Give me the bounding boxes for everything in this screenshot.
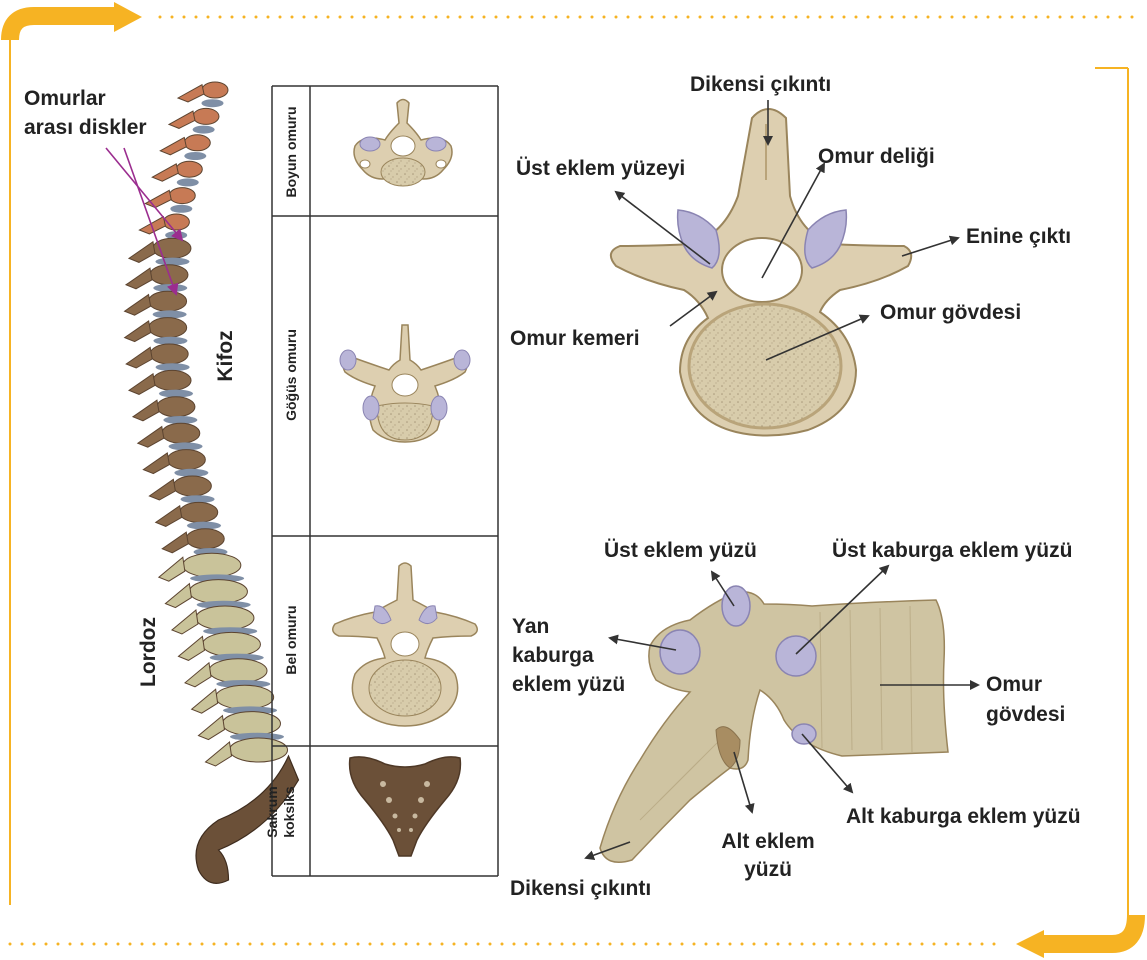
spine-vertebra: [183, 553, 241, 577]
spine-spinous-process: [192, 689, 218, 713]
label-transverse-costal-line2: kaburga: [512, 641, 625, 670]
spine-spinous-process: [129, 374, 155, 395]
spine-disc: [184, 152, 206, 160]
lumbar-vertebra-image: [333, 563, 478, 726]
spine-vertebra: [202, 82, 228, 98]
spine-spinous-process: [160, 137, 186, 154]
label-inferior-costal-facet: Alt kaburga eklem yüzü: [846, 804, 1081, 830]
spine-spinous-process: [206, 742, 232, 766]
spine-spinous-process: [159, 557, 185, 581]
label-inferior-facet-line1: Alt eklem: [708, 828, 828, 856]
spine-vertebra: [189, 580, 247, 604]
label-transverse-process: Enine çıktı: [966, 224, 1071, 250]
label-vertebral-arch: Omur kemeri: [510, 326, 640, 352]
spine-spinous-process: [126, 347, 152, 368]
spine-vertebra: [153, 370, 191, 390]
spine-spinous-process: [178, 636, 204, 660]
vertebra-panels: [272, 86, 498, 876]
label-inferior-facet-line2: yüzü: [708, 856, 828, 884]
label-transverse-costal-line1: Yan: [512, 612, 625, 641]
spine-disc: [155, 258, 189, 266]
spine-vertebra: [180, 502, 218, 522]
spine-vertebra: [150, 344, 188, 364]
spine-vertebra: [157, 397, 195, 417]
label-transverse-costal-line3: eklem yüzü: [512, 670, 625, 699]
spine-vertebra: [149, 318, 187, 338]
panel-label-cervical: Boyun omuru: [283, 92, 299, 212]
spine-vertebra: [184, 135, 210, 151]
spine-spinous-process: [139, 217, 165, 234]
kyphosis-label: Kifoz: [214, 316, 238, 396]
spine-disc: [193, 126, 215, 134]
cervical-vertebra-image: [354, 100, 452, 187]
spine-spinous-process: [126, 268, 152, 289]
spine-vertebra: [169, 188, 195, 204]
spine-vertebra: [173, 476, 211, 496]
spine-spinous-process: [162, 532, 188, 553]
spine-spinous-process: [156, 506, 182, 527]
label-superior-costal-facet: Üst kaburga eklem yüzü: [832, 538, 1072, 564]
label-spinous-process-top: Dikensi çıkıntı: [690, 72, 831, 98]
label-spinous-process-side: Dikensi çıkıntı: [510, 876, 651, 902]
spine-disc: [170, 205, 192, 213]
spine-vertebra: [149, 291, 187, 311]
spine-vertebra: [167, 450, 205, 470]
spine-vertebra: [230, 738, 288, 762]
spine-vertebra: [202, 632, 260, 656]
spine-disc: [177, 178, 199, 186]
label-body-side-line2: gövdesi: [986, 700, 1065, 730]
spine-disc: [201, 99, 223, 107]
label-vertebral-body-top: Omur gövdesi: [880, 300, 1021, 326]
label-vertebral-body-side: Omur gövdesi: [986, 670, 1065, 730]
spine-spinous-process: [185, 663, 211, 687]
spine-vertebra: [186, 529, 224, 549]
panel-label-sacral-line1: Sakrum: [264, 762, 281, 862]
spine-spinous-process: [129, 242, 155, 263]
spine-vertebra: [153, 238, 191, 258]
thoracic-vertebra-image: [340, 325, 470, 442]
spine-spinous-process: [143, 453, 169, 474]
spine-spinous-process: [152, 164, 178, 181]
spine-spinous-process: [165, 584, 191, 608]
spine-spinous-process: [172, 610, 198, 634]
panel-label-sacral-line2: koksiks: [281, 762, 298, 862]
spine-spinous-process: [125, 321, 151, 342]
label-transverse-costal-facet: Yan kaburga eklem yüzü: [512, 612, 625, 699]
spine-spinous-process: [138, 427, 164, 448]
spine-spinous-process: [178, 85, 204, 102]
label-inferior-facet: Alt eklem yüzü: [708, 828, 828, 884]
sacrum-image: [350, 757, 461, 856]
spine-spinous-process: [133, 400, 159, 421]
label-superior-articular-surface: Üst eklem yüzeyi: [516, 156, 685, 182]
lordosis-label: Lordoz: [137, 607, 161, 697]
label-body-side-line1: Omur: [986, 670, 1065, 700]
panel-label-sacral: Sakrum koksiks: [264, 762, 304, 862]
panel-label-lumbar: Bel omuru: [283, 590, 299, 690]
spine-vertebra: [209, 659, 267, 683]
panel-label-thoracic: Göğüs omuru: [283, 310, 299, 440]
spine-spinous-process: [145, 190, 171, 207]
disc-label-line2: arası diskler: [24, 115, 147, 141]
spine-vertebra: [216, 685, 274, 709]
spine-spinous-process: [198, 716, 224, 740]
spine-vertebra: [196, 606, 254, 630]
spine-spinous-process: [149, 479, 175, 500]
spine-vertebra: [162, 423, 200, 443]
label-vertebral-foramen: Omur deliği: [818, 144, 935, 170]
spine-spinous-process: [169, 111, 195, 128]
spine-spinous-process: [125, 295, 151, 316]
disc-label-line1: Omurlar: [24, 86, 106, 112]
spine-vertebra: [176, 161, 202, 177]
spine-vertebra: [193, 108, 219, 124]
label-superior-facet: Üst eklem yüzü: [604, 538, 757, 564]
